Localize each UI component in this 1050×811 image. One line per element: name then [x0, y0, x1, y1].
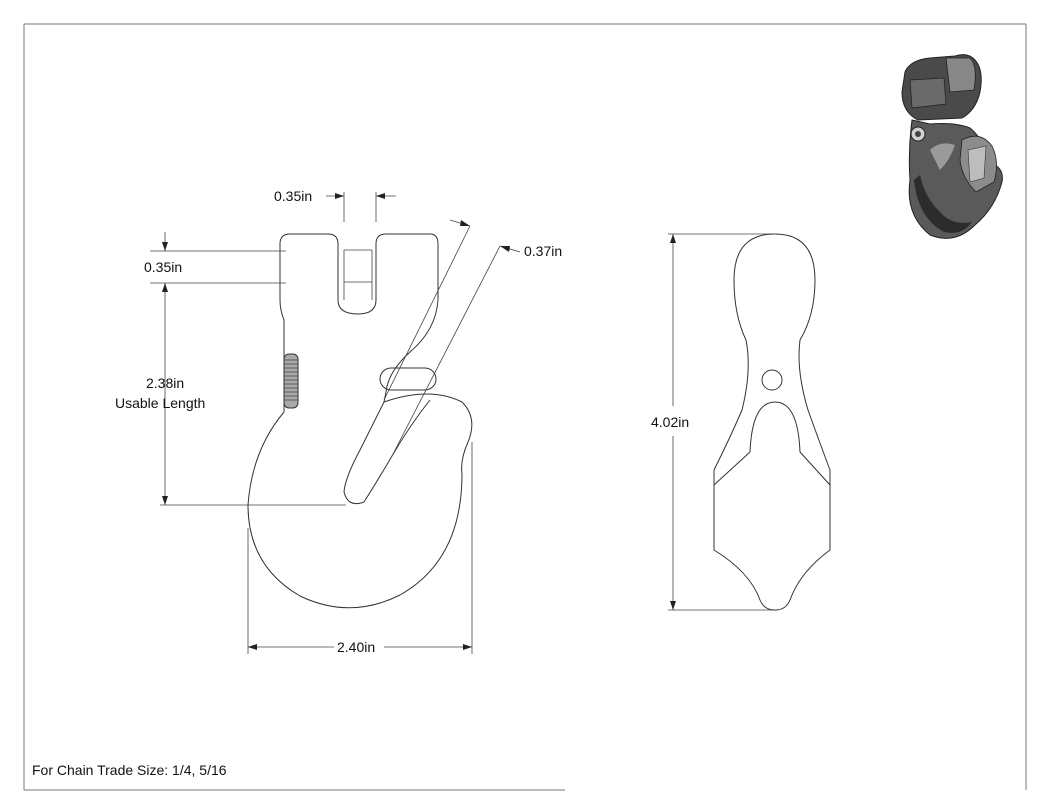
chain-trade-size-note: For Chain Trade Size: 1/4, 5/16 — [32, 762, 227, 778]
dim-usable-length-label: 2.38in — [146, 375, 184, 391]
dim-usable-length: 2.38in Usable Length — [115, 283, 346, 506]
hook-side-view — [713, 233, 831, 611]
drawing-frame — [23, 23, 1027, 791]
dim-height-label: 4.02in — [651, 414, 689, 430]
dim-throat-label: 0.37in — [524, 243, 562, 259]
hook-front-view — [247, 233, 473, 609]
dim-usable-length-caption: Usable Length — [115, 395, 205, 411]
dim-left-gap-label: 0.35in — [144, 259, 182, 275]
dim-height: 4.02in — [651, 233, 778, 611]
dim-width: 2.40in — [247, 442, 473, 655]
dim-top-width-label: 0.35in — [274, 188, 312, 204]
dim-throat: 0.37in — [383, 219, 562, 457]
dim-width-label: 2.40in — [337, 639, 375, 655]
dim-top-width: 0.35in — [274, 188, 396, 222]
hook-3d-render — [901, 54, 1003, 239]
dim-left-gap: 0.35in — [144, 232, 286, 284]
